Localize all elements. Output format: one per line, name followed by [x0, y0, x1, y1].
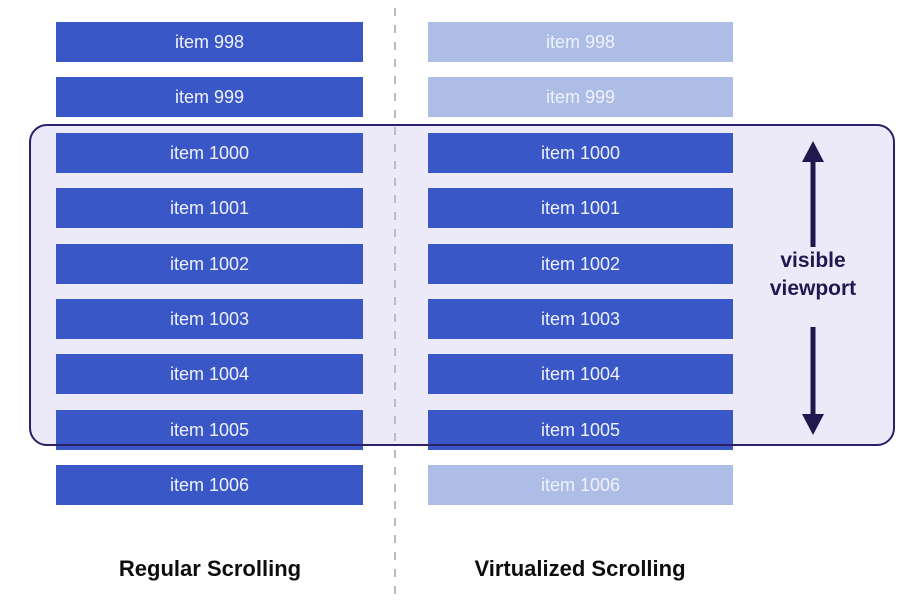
list-item: item 1004 [56, 354, 363, 395]
list-item: item 1000 [56, 132, 363, 173]
list-item: item 998 [428, 22, 733, 62]
viewport-extent-arrow [802, 141, 824, 435]
list-item: item 1004 [428, 354, 733, 395]
virtualized-scrolling-list: item 998 item 999 item 1000 item 1001 item 1… [428, 22, 733, 506]
list-item: item 998 [56, 22, 363, 62]
regular-scrolling-caption: Regular Scrolling [118, 556, 302, 581]
list-item: item 1003 [428, 298, 733, 339]
list-item: item 1006 [428, 465, 733, 506]
arrow-down-icon [802, 414, 824, 435]
list-item: item 1006 [56, 465, 363, 506]
virtualized-scrolling-caption: Virtualized Scrolling [474, 556, 686, 581]
list-item: item 1001 [428, 188, 733, 229]
list-item: item 1000 [428, 132, 733, 173]
regular-scrolling-list: item 998 item 999 item 1000 item 1001 item 1… [56, 22, 363, 506]
list-item: item 1002 [56, 243, 363, 284]
list-item: item 999 [56, 77, 363, 118]
list-item: item 999 [428, 77, 733, 118]
arrow-up-icon [802, 141, 824, 162]
list-item: item 1003 [56, 298, 363, 339]
list-item: item 1005 [56, 409, 363, 450]
list-item: item 1001 [56, 188, 363, 229]
list-item: item 1005 [428, 409, 733, 450]
visible-viewport-label: visible viewport [769, 249, 857, 300]
visible-viewport-outline [29, 124, 895, 446]
list-item: item 1002 [428, 243, 733, 284]
